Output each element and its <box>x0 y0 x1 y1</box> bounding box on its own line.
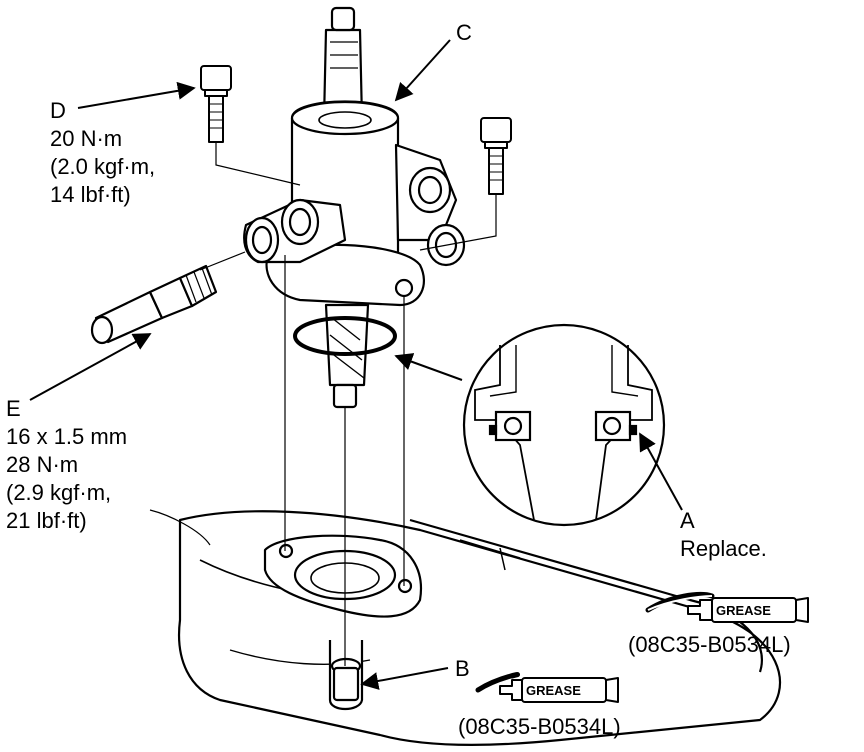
valve-body <box>243 6 466 409</box>
callout-c-letter: C <box>456 20 472 45</box>
arrow-icon <box>29 333 152 401</box>
arrow-icon <box>360 667 449 690</box>
callout-e-kgf: (2.9 kgf·m, <box>6 480 111 505</box>
callout-a-note: Replace. <box>680 536 767 561</box>
arrow-icon <box>394 353 463 381</box>
arrow-icon <box>394 39 451 102</box>
callout-e-lbf: 21 lbf·ft) <box>6 508 87 533</box>
bolt-icon <box>200 65 232 143</box>
callout-b-letter: B <box>455 656 470 681</box>
svg-text:GREASE: GREASE <box>716 603 771 618</box>
callout-e-letter: E <box>6 396 21 421</box>
grease-tube-icon: GREASE <box>645 592 809 623</box>
callout-a: A Replace. <box>680 508 767 561</box>
flare-fitting <box>90 264 218 345</box>
o-ring <box>293 316 397 356</box>
callout-arrows <box>29 39 683 690</box>
seal-detail-view <box>462 323 666 527</box>
callout-a-letter: A <box>680 508 695 533</box>
callout-d-lbf: 14 lbf·ft) <box>50 182 131 207</box>
callout-a-part-number: (08C35-B0534L) <box>628 632 791 657</box>
callout-e-torque: 28 N·m <box>6 452 78 477</box>
bolt-icon <box>480 117 512 195</box>
callout-e: E 16 x 1.5 mm 28 N·m (2.9 kgf·m, 21 lbf·… <box>6 396 127 533</box>
arrow-icon <box>639 432 683 511</box>
grease-tube-icon: GREASE <box>475 672 619 703</box>
callout-d-letter: D <box>50 98 66 123</box>
callout-e-size: 16 x 1.5 mm <box>6 424 127 449</box>
svg-text:GREASE: GREASE <box>526 683 581 698</box>
callout-b-part-number: (08C35-B0534L) <box>458 714 621 739</box>
arrow-icon <box>77 81 196 109</box>
alignment-lines <box>199 142 497 666</box>
callout-d-kgf: (2.0 kgf·m, <box>50 154 155 179</box>
callout-d: D 20 N·m (2.0 kgf·m, 14 lbf·ft) <box>50 98 155 207</box>
callout-d-torque: 20 N·m <box>50 126 122 151</box>
callout-b: B <box>455 656 470 681</box>
